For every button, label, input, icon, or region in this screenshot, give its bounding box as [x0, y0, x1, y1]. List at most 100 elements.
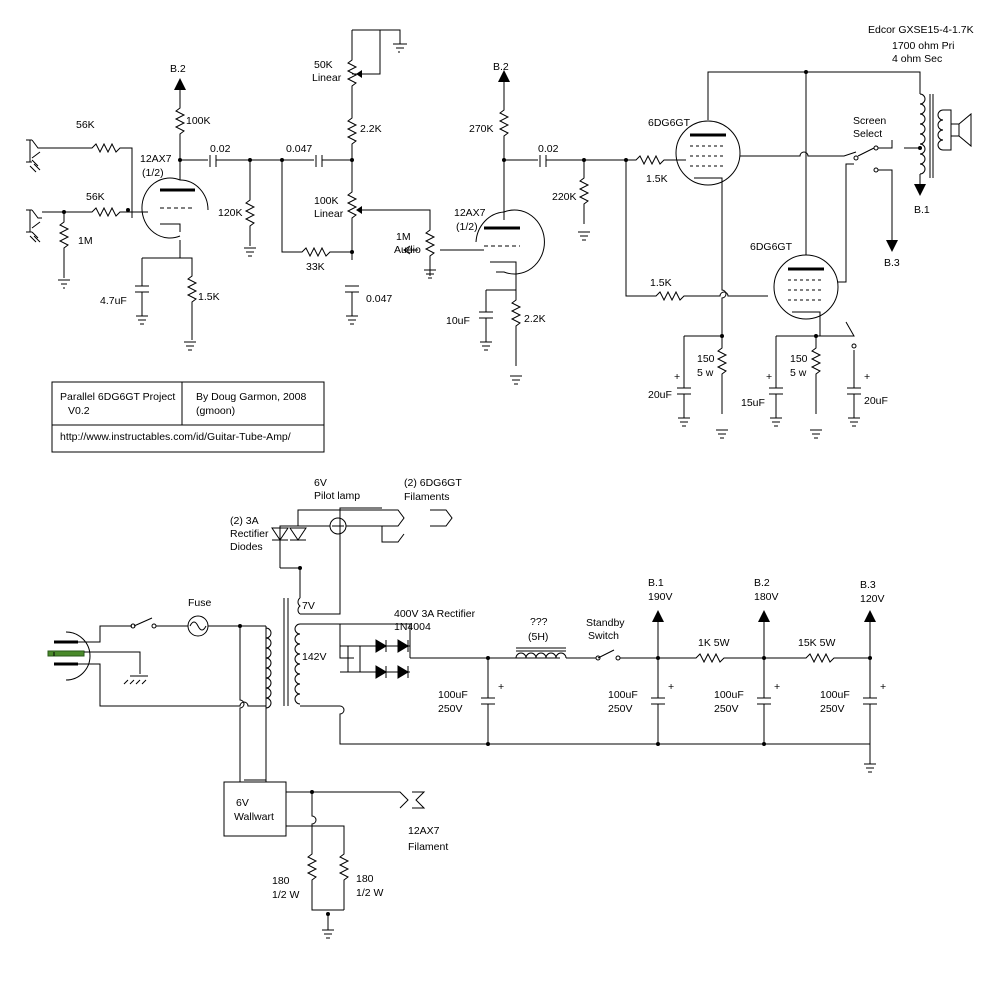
label-b3: B.3: [860, 579, 876, 591]
label-wallwart-2: Wallwart: [234, 811, 274, 823]
label-tube2-half: (1/2): [456, 221, 478, 233]
plus-sign: +: [668, 681, 674, 693]
label-cap100-b1: 100uF: [608, 689, 638, 701]
label-c002-a: 0.02: [210, 143, 231, 155]
label-r1k: 1K 5W: [698, 637, 730, 649]
label-diodes-1: (2) 3A: [230, 515, 259, 527]
tube-12ax7-b: [475, 209, 545, 275]
label-diodes-2: Rectifier: [230, 528, 269, 540]
label-r150-b: 150: [790, 353, 808, 365]
label-b1-out: B.1: [914, 204, 930, 216]
label-r22k-b: 2.2K: [524, 313, 546, 325]
power-transformer: [265, 597, 301, 709]
label-r22k-a: 2.2K: [360, 123, 382, 135]
plus-sign: +: [864, 371, 870, 383]
label-cap100-c1: 100uF: [714, 689, 744, 701]
label-b3-v: 120V: [860, 593, 885, 605]
label-b2-a: B.2: [170, 63, 186, 75]
label-cap100-d1: 100uF: [820, 689, 850, 701]
choke: [515, 647, 567, 659]
label-c0047-a: 0.047: [286, 143, 312, 155]
plus-sign: +: [880, 681, 886, 693]
label-diodes-3: Diodes: [230, 541, 263, 553]
label-screen-select-1: Screen: [853, 115, 886, 127]
label-c002-b: 0.02: [538, 143, 559, 155]
label-screen-select-2: Select: [853, 128, 882, 140]
label-cap100-b2: 250V: [608, 703, 633, 715]
title-nick: (gmoon): [196, 405, 235, 417]
label-cap100-a2: 250V: [438, 703, 463, 715]
label-c20uf-a: 20uF: [648, 389, 672, 401]
label-pot1m-2: Audio: [394, 244, 421, 256]
title-version: V0.2: [68, 405, 90, 417]
label-standby-1: Standby: [586, 617, 625, 629]
transformer-secondary: 4 ohm Sec: [892, 53, 942, 65]
label-choke-1: ???: [530, 616, 548, 628]
plus-sign: +: [498, 681, 504, 693]
label-r220k: 220K: [552, 191, 577, 203]
label-r15k-g1: 1.5K: [646, 173, 668, 185]
label-b2-v: 180V: [754, 591, 779, 603]
title-block: [51, 381, 325, 453]
label-b3-out: B.3: [884, 257, 900, 269]
label-r180-a2: 1/2 W: [272, 889, 300, 901]
label-r180-b: 180: [356, 873, 374, 885]
label-fuse: Fuse: [188, 597, 212, 609]
label-pot1m: 1M: [396, 231, 411, 243]
wallwart: [223, 781, 287, 837]
label-tube1-half: (1/2): [142, 167, 164, 179]
label-b1: B.1: [648, 577, 664, 589]
title-url: http://www.instructables.com/id/Guitar-T…: [60, 431, 291, 443]
label-power-tube-a: 6DG6GT: [648, 117, 691, 129]
label-cap100-a1: 100uF: [438, 689, 468, 701]
label-tube1: 12AX7: [140, 153, 172, 165]
label-pot100k-2: Linear: [314, 208, 344, 220]
label-c10uf: 10uF: [446, 315, 470, 327]
label-rect-1: 400V 3A Rectifier: [394, 608, 476, 620]
transformer-model: Edcor GXSE15-4-1.7K: [868, 24, 974, 36]
label-r33k: 33K: [306, 261, 325, 273]
tube-12ax7-a: [141, 177, 209, 239]
label-r180-b2: 1/2 W: [356, 887, 384, 899]
plus-sign: +: [774, 681, 780, 693]
label-b2: B.2: [754, 577, 770, 589]
label-r180-a: 180: [272, 875, 290, 887]
label-fil-2: Filaments: [404, 491, 450, 503]
label-r270k: 270K: [469, 123, 494, 135]
plus-sign: +: [674, 371, 680, 383]
bridge-rectifier: [339, 623, 411, 679]
label-cap100-d2: 250V: [820, 703, 845, 715]
label-c0047-b: 0.047: [366, 293, 392, 305]
label-r120k: 120K: [218, 207, 243, 219]
plus-sign: +: [766, 371, 772, 383]
title-author: By Doug Garmon, 2008: [196, 391, 306, 403]
label-r15k-g2: 1.5K: [650, 277, 672, 289]
label-c20uf-b: 20uF: [864, 395, 888, 407]
label-tube2: 12AX7: [454, 207, 486, 219]
label-cap100-c2: 250V: [714, 703, 739, 715]
label-r15k-a: 1.5K: [198, 291, 220, 303]
label-r50k: 50K: [314, 59, 333, 71]
label-rect-2: 1N4004: [394, 621, 431, 633]
label-7v: 7V: [302, 600, 315, 612]
power-tube-b: [773, 254, 839, 320]
transformer-primary: 1700 ohm Pri: [892, 40, 954, 52]
label-choke-2: (5H): [528, 631, 548, 643]
label-pot100k: 100K: [314, 195, 339, 207]
label-r1m: 1M: [78, 235, 93, 247]
label-standby-2: Switch: [588, 630, 619, 642]
label-r100k: 100K: [186, 115, 211, 127]
power-tube-a: [675, 120, 741, 186]
label-r56k-b: 56K: [86, 191, 105, 203]
output-transformer: [919, 93, 972, 188]
label-pilot-2: Pilot lamp: [314, 490, 360, 502]
label-r150-b2: 5 w: [790, 367, 807, 379]
label-c15uf: 15uF: [741, 397, 765, 409]
label-b1-v: 190V: [648, 591, 673, 603]
label-b2-b: B.2: [493, 61, 509, 73]
input-jacks: [26, 139, 148, 289]
label-r150-a: 150: [697, 353, 715, 365]
power-plug: [47, 631, 91, 681]
label-fil12-2: Filament: [408, 841, 448, 853]
